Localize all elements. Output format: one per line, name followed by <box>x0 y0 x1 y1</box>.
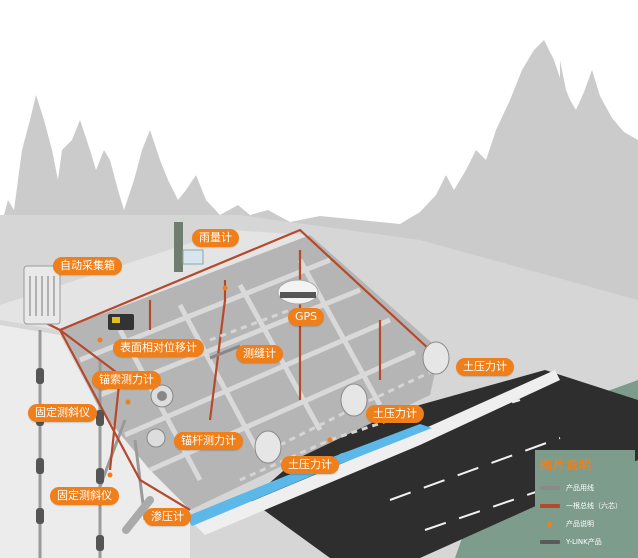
slope-top <box>0 230 310 330</box>
label-earth-pressure-1: 土压力计 <box>281 456 339 474</box>
label-crack-meter: 测缝计 <box>236 345 283 363</box>
label-gps: GPS <box>288 308 325 326</box>
legend-item-product-note: 产品说明 <box>540 515 632 533</box>
label-fixed-inclinometer-1: 固定测斜仪 <box>28 404 97 422</box>
earth-pressure-devices <box>254 341 450 464</box>
inclinometer-segments <box>36 368 104 551</box>
dynamometer-devices <box>146 384 174 448</box>
label-rain-gauge: 雨量计 <box>192 229 239 247</box>
piezometer-device <box>122 496 154 534</box>
label-surface-displacement: 表面相对位移计 <box>113 339 204 357</box>
legend-title: 图片说明 <box>540 458 593 472</box>
legend: 图片说明 产品用线 一根总线（六芯） 产品说明 Y-LINK产品 <box>540 456 632 551</box>
displacement-device <box>108 314 134 330</box>
legend-item-product-line: 产品用线 <box>540 479 632 497</box>
legend-label: Y-LINK产品 <box>566 538 602 546</box>
rain-gauge-device <box>174 222 204 272</box>
legend-item-ylink: Y-LINK产品 <box>540 533 632 551</box>
gps-device <box>277 279 319 305</box>
legend-panel <box>535 450 635 554</box>
legend-label: 产品用线 <box>566 484 594 492</box>
drainage-channel <box>185 424 432 526</box>
collection-box-device <box>23 265 61 325</box>
label-anchor-rod-dynamometer: 锚杆测力计 <box>174 432 243 450</box>
legend-label: 产品说明 <box>566 520 594 528</box>
legend-swatch-product-line <box>540 486 560 490</box>
legend-swatch-ylink <box>540 540 560 544</box>
label-anchor-cable-dynamometer: 锚索测力计 <box>92 371 161 389</box>
legend-item-bus-line: 一根总线（六芯） <box>540 497 632 515</box>
label-earth-pressure-2: 土压力计 <box>366 405 424 423</box>
label-fixed-inclinometer-2: 固定测斜仪 <box>50 487 119 505</box>
legend-swatch-dot <box>547 521 552 527</box>
legend-swatch-bus-line <box>540 504 560 508</box>
road <box>250 370 638 558</box>
crack-meter-device <box>209 344 241 360</box>
label-piezometer: 渗压计 <box>144 508 191 526</box>
curb <box>195 370 560 535</box>
label-auto-collection-box: 自动采集箱 <box>53 257 122 275</box>
label-earth-pressure-3: 土压力计 <box>456 358 514 376</box>
legend-label: 一根总线（六芯） <box>566 502 622 510</box>
